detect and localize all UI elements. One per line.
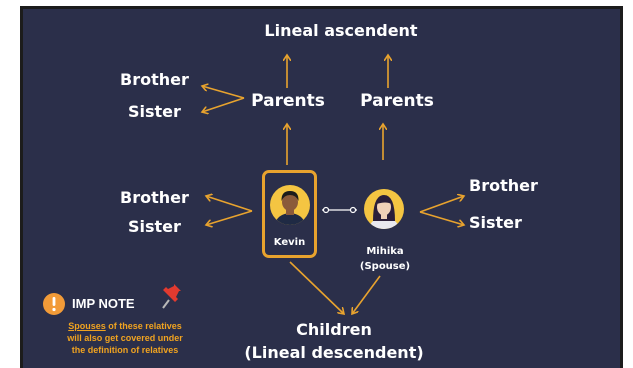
note-emphasis: Spouses <box>68 321 106 331</box>
note-title: IMP NOTE <box>72 296 135 311</box>
mihika-spouse-label: (Spouse) <box>359 261 411 272</box>
left-upper-sister-label: Sister <box>128 102 181 121</box>
arrow-mihika-brother <box>419 196 464 213</box>
important-note: IMP NOTE Spouses of these relatives will… <box>36 284 216 368</box>
spouse-link <box>322 206 357 214</box>
kevin-avatar-icon <box>270 185 310 225</box>
left-upper-brother-label: Brother <box>120 70 189 89</box>
mihika-name-label: Mihika <box>366 246 404 257</box>
children-label: Children <box>296 320 372 339</box>
note-line1: of these relatives <box>105 321 182 331</box>
arrow-parents-sister <box>202 97 245 112</box>
left-lower-sister-label: Sister <box>128 217 181 236</box>
arrow-parents-brother <box>202 86 245 99</box>
arrow-mihika-sister <box>419 211 464 225</box>
parents-left-label: Parents <box>251 91 325 111</box>
mihika-avatar-icon <box>364 189 404 229</box>
note-body: Spouses of these relatives will also get… <box>40 320 210 356</box>
arrow-kevin-brother <box>206 196 253 212</box>
arrow-kevin-children <box>289 261 344 314</box>
arrow-kevin-sister <box>206 210 253 225</box>
exclamation-icon <box>43 293 65 315</box>
kevin-card: Kevin <box>262 170 317 258</box>
lineal-descendent-label: (Lineal descendent) <box>244 343 424 362</box>
left-lower-brother-label: Brother <box>120 188 189 207</box>
parents-right-label: Parents <box>360 91 434 111</box>
lineal-ascendent-label: Lineal ascendent <box>264 21 418 40</box>
right-brother-label: Brother <box>469 176 538 195</box>
note-line2: will also get covered under <box>67 333 183 343</box>
kevin-label: Kevin <box>273 237 306 248</box>
right-sister-label: Sister <box>469 213 522 232</box>
diagram-panel <box>20 6 623 368</box>
pushpin-icon <box>162 284 181 309</box>
arrow-mihika-children <box>352 275 381 314</box>
note-line3: the definition of relatives <box>71 345 179 355</box>
